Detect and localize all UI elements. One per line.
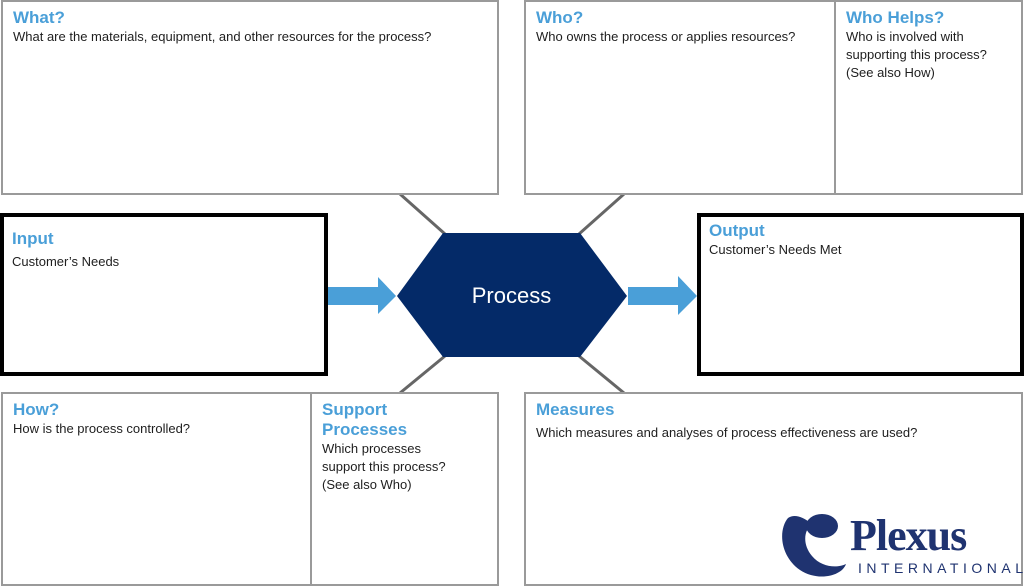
who-helps-cell: Who Helps? Who is involved with supporti… <box>834 2 1021 193</box>
what-description: What are the materials, equipment, and o… <box>13 29 432 44</box>
connector-measures <box>578 354 625 395</box>
connector-how <box>399 354 446 395</box>
input-description: Customer’s Needs <box>12 254 120 269</box>
connector-what <box>399 192 446 236</box>
how-box: How? How is the process controlled? Supp… <box>1 392 499 586</box>
logo-subtitle: INTERNATIONAL <box>858 560 1024 576</box>
plexus-logo: Plexus INTERNATIONAL <box>778 508 1023 580</box>
output-arrow <box>628 276 697 315</box>
support-cell: Support Processes Which processes suppor… <box>310 394 497 584</box>
who-helps-heading: Who Helps? <box>846 8 945 27</box>
support-heading: Support Processes <box>322 400 408 439</box>
logo-wordmark: Plexus <box>850 511 967 560</box>
process-label: Process <box>471 283 552 308</box>
connector-who <box>578 192 625 236</box>
input-box: Input Customer’s Needs <box>0 213 328 376</box>
measures-box: Measures Which measures and analyses of … <box>524 392 1023 586</box>
input-arrow <box>327 277 396 314</box>
what-box: What? What are the materials, equipment,… <box>1 0 499 195</box>
measures-description: Which measures and analyses of process e… <box>536 425 918 440</box>
how-description: How is the process controlled? <box>13 421 191 436</box>
support-description: Which processes support this process? (S… <box>322 441 446 492</box>
input-heading: Input <box>12 229 54 248</box>
output-heading: Output <box>709 221 765 240</box>
who-box: Who? Who owns the process or applies res… <box>524 0 1023 195</box>
measures-heading: Measures <box>536 400 615 419</box>
what-heading: What? <box>13 8 65 27</box>
output-box: Output Customer’s Needs Met <box>697 213 1024 376</box>
output-description: Customer’s Needs Met <box>709 242 842 257</box>
who-description: Who owns the process or applies resource… <box>536 29 796 44</box>
who-heading: Who? <box>536 8 584 27</box>
how-heading: How? <box>13 400 60 419</box>
who-helps-description: Who is involved with supporting this pro… <box>846 29 987 80</box>
plexus-logo-mark-icon <box>782 514 846 577</box>
